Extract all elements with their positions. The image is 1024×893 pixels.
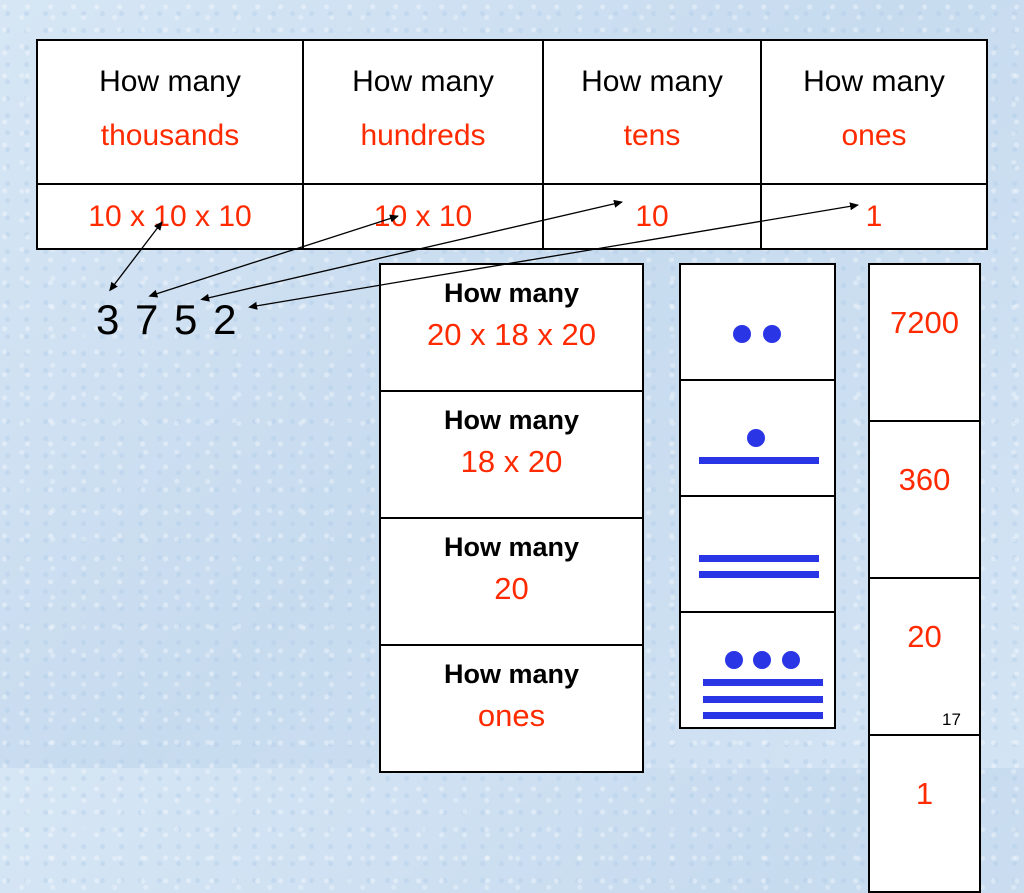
bar-glyph bbox=[703, 679, 823, 686]
maya-row-unit: 20 bbox=[494, 571, 529, 606]
dot-glyph bbox=[763, 325, 781, 343]
arrow-ones bbox=[248, 202, 859, 310]
header-cell-hundreds: How many hundreds bbox=[302, 39, 544, 185]
header-unit: thousands bbox=[100, 119, 240, 152]
bar-glyph bbox=[699, 555, 819, 562]
header-row: How many thousands How many hundreds How m… bbox=[36, 39, 988, 185]
bar-glyph bbox=[699, 571, 819, 578]
header-cell-thousands: How many thousands bbox=[36, 39, 304, 185]
example-number: 3 7 5 2 bbox=[96, 296, 239, 343]
arrow-tens bbox=[200, 199, 623, 302]
dot-glyph bbox=[753, 651, 771, 669]
maya-row-label: How many bbox=[443, 659, 580, 689]
bar-glyph bbox=[699, 457, 819, 464]
header-label: How many bbox=[803, 65, 945, 98]
glyph-cell bbox=[679, 611, 836, 729]
header-unit: tens bbox=[623, 119, 681, 152]
header-cell-ones: How many ones bbox=[760, 39, 988, 185]
dot-glyph bbox=[782, 651, 800, 669]
maya-row: How many ones bbox=[379, 644, 644, 773]
dot-glyph bbox=[733, 325, 751, 343]
arrow-thousands bbox=[109, 221, 163, 292]
header-label: How many bbox=[99, 65, 241, 98]
header-unit: hundreds bbox=[360, 119, 486, 152]
page-number: 17 bbox=[942, 710, 961, 729]
place-value: 7200 bbox=[868, 263, 981, 422]
glyph-cell bbox=[679, 379, 836, 497]
maya-row-unit: ones bbox=[477, 698, 546, 733]
place-value: 20 bbox=[868, 577, 981, 736]
place-value-table: How many thousands How many hundreds How m… bbox=[36, 39, 988, 250]
dot-glyph bbox=[747, 429, 765, 447]
maya-row-label: How many bbox=[443, 532, 580, 562]
maya-row-label: How many bbox=[443, 405, 580, 435]
place-value: 360 bbox=[868, 420, 981, 579]
bar-glyph bbox=[703, 712, 823, 719]
digit-arrows bbox=[109, 199, 859, 310]
maya-row-unit: 20 x 18 x 20 bbox=[427, 317, 596, 352]
maya-row: How many 20 bbox=[379, 517, 644, 646]
bar-glyph bbox=[703, 696, 823, 703]
maya-row: How many 18 x 20 bbox=[379, 390, 644, 519]
glyph-cell bbox=[679, 495, 836, 613]
header-cell-tens: How many tens bbox=[542, 39, 762, 185]
maya-row-unit: 18 x 20 bbox=[460, 444, 563, 479]
header-label: How many bbox=[352, 65, 494, 98]
header-label: How many bbox=[581, 65, 723, 98]
maya-glyph-table bbox=[679, 263, 836, 729]
header-unit: ones bbox=[841, 119, 907, 152]
dot-glyph bbox=[725, 651, 743, 669]
